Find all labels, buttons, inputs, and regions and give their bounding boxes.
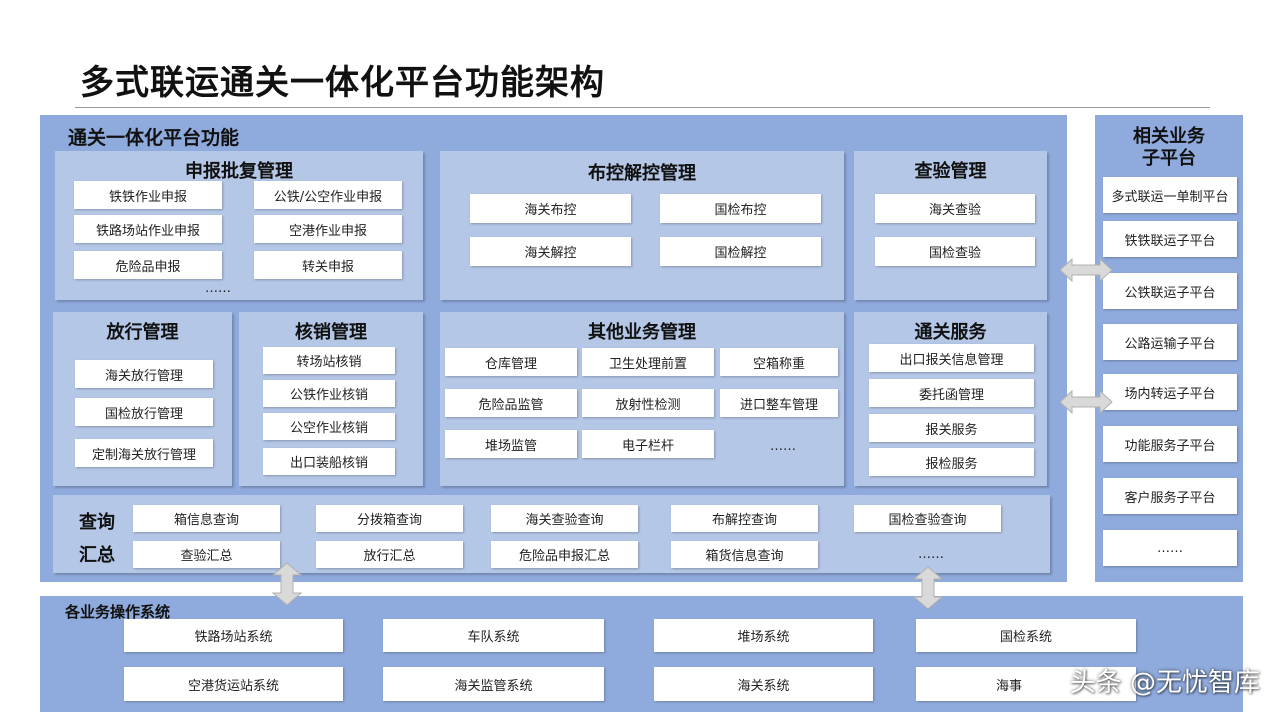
sub-platform-frame: 相关业务 子平台 多式联运一单制平台 铁铁联运子平台 公铁联运子平台 公路运输子… [1095, 115, 1243, 582]
summary-item[interactable]: 查验汇总 [133, 541, 280, 568]
other-item[interactable]: 空箱称重 [720, 348, 838, 376]
system-item[interactable]: 堆场系统 [654, 619, 873, 652]
system-item[interactable]: 海事 [916, 667, 1136, 701]
platform-functions-frame: 通关一体化平台功能 申报批复管理 铁铁作业申报 公铁/公空作业申报 铁路场站作业… [40, 115, 1067, 582]
release-item[interactable]: 海关放行管理 [75, 360, 213, 388]
writeoff-panel: 核销管理 转场站核销 公铁作业核销 公空作业核销 出口装船核销 [239, 312, 423, 486]
control-item[interactable]: 海关解控 [470, 237, 631, 266]
inspect-item[interactable]: 海关查验 [875, 194, 1035, 223]
summary-item[interactable]: 箱货信息查询 [671, 541, 818, 568]
inspect-title: 查验管理 [914, 161, 987, 182]
query-item[interactable]: 国检查验查询 [854, 505, 1001, 532]
double-arrow-icon [1059, 257, 1113, 283]
declare-item[interactable]: 危险品申报 [74, 251, 222, 279]
writeoff-item[interactable]: 公空作业核销 [263, 413, 395, 440]
query-item[interactable]: 箱信息查询 [133, 505, 280, 532]
declare-panel: 申报批复管理 铁铁作业申报 公铁/公空作业申报 铁路场站作业申报 空港作业申报 … [55, 151, 423, 300]
release-item[interactable]: 国检放行管理 [75, 398, 213, 426]
double-arrow-icon [1059, 389, 1113, 415]
query-item[interactable]: 海关查验查询 [491, 505, 638, 532]
writeoff-item[interactable]: 转场站核销 [263, 347, 395, 374]
watermark: 头条 @无忧智库 [1069, 668, 1260, 698]
query-panel: 查询 汇总 箱信息查询 分拨箱查询 海关查验查询 布解控查询 国检查验查询 查验… [53, 495, 1050, 573]
inspect-item[interactable]: 国检查验 [875, 237, 1035, 266]
declare-more: …… [205, 281, 231, 296]
query-item[interactable]: 分拨箱查询 [316, 505, 463, 532]
query-item[interactable]: 布解控查询 [671, 505, 818, 532]
page-title: 多式联运通关一体化平台功能架构 [80, 63, 605, 103]
control-item[interactable]: 国检布控 [660, 194, 821, 223]
control-item[interactable]: 海关布控 [470, 194, 631, 223]
inspect-panel: 查验管理 海关查验 国检查验 [854, 151, 1047, 300]
title-divider [75, 107, 1210, 108]
system-item[interactable]: 国检系统 [916, 619, 1136, 652]
sub-platform-item[interactable]: 客户服务子平台 [1103, 478, 1237, 514]
service-title: 通关服务 [914, 322, 987, 343]
release-title: 放行管理 [106, 322, 179, 343]
declare-title: 申报批复管理 [185, 161, 293, 182]
service-item[interactable]: 报检服务 [869, 448, 1034, 476]
summary-label: 汇总 [79, 545, 115, 566]
operation-systems-title: 各业务操作系统 [65, 603, 171, 621]
other-item[interactable]: 放射性检测 [582, 389, 714, 417]
sub-platform-item[interactable]: 场内转运子平台 [1103, 374, 1237, 410]
service-item[interactable]: 出口报关信息管理 [869, 344, 1034, 372]
other-item[interactable]: 卫生处理前置 [582, 348, 714, 376]
query-more: …… [918, 547, 944, 562]
sub-platform-item[interactable]: 多式联运一单制平台 [1103, 177, 1237, 213]
declare-item[interactable]: 铁路场站作业申报 [74, 215, 222, 243]
other-item[interactable]: 电子栏杆 [582, 430, 714, 458]
other-item[interactable]: 堆场监管 [445, 430, 577, 458]
other-more: …… [770, 439, 796, 454]
control-item[interactable]: 国检解控 [660, 237, 821, 266]
release-item[interactable]: 定制海关放行管理 [75, 439, 213, 467]
sub-platform-item[interactable]: 公路运输子平台 [1103, 324, 1237, 360]
declare-item[interactable]: 铁铁作业申报 [74, 181, 222, 209]
platform-functions-title: 通关一体化平台功能 [68, 127, 240, 149]
system-item[interactable]: 海关系统 [654, 667, 873, 701]
sub-platform-title-line1: 相关业务 [1133, 126, 1205, 147]
declare-item[interactable]: 转关申报 [254, 251, 402, 279]
sub-platform-item[interactable]: 公铁联运子平台 [1103, 273, 1237, 309]
service-item[interactable]: 委托函管理 [869, 379, 1034, 407]
system-item[interactable]: 车队系统 [383, 619, 604, 652]
service-panel: 通关服务 出口报关信息管理 委托函管理 报关服务 报检服务 [854, 312, 1047, 486]
sub-platform-item[interactable]: 功能服务子平台 [1103, 426, 1237, 462]
system-item[interactable]: 铁路场站系统 [124, 619, 343, 652]
sub-platform-more: …… [1103, 530, 1237, 566]
sub-platform-item[interactable]: 铁铁联运子平台 [1103, 221, 1237, 257]
system-item[interactable]: 海关监管系统 [383, 667, 604, 701]
writeoff-item[interactable]: 公铁作业核销 [263, 380, 395, 407]
summary-item[interactable]: 放行汇总 [316, 541, 463, 568]
declare-item[interactable]: 空港作业申报 [254, 215, 402, 243]
query-label: 查询 [79, 512, 115, 533]
other-title: 其他业务管理 [588, 322, 696, 343]
vertical-double-arrow-icon [271, 562, 303, 606]
system-item[interactable]: 空港货运站系统 [124, 667, 343, 701]
vertical-double-arrow-icon [912, 566, 944, 610]
operation-systems-frame: 各业务操作系统 铁路场站系统 车队系统 堆场系统 国检系统 空港货运站系统 海关… [40, 596, 1243, 712]
other-item[interactable]: 进口整车管理 [720, 389, 838, 417]
other-item[interactable]: 仓库管理 [445, 348, 577, 376]
declare-item[interactable]: 公铁/公空作业申报 [254, 181, 402, 209]
other-item[interactable]: 危险品监管 [445, 389, 577, 417]
service-item[interactable]: 报关服务 [869, 414, 1034, 442]
sub-platform-title-line2: 子平台 [1142, 148, 1196, 169]
writeoff-title: 核销管理 [295, 322, 367, 343]
other-panel: 其他业务管理 仓库管理 卫生处理前置 空箱称重 危险品监管 放射性检测 进口整车… [440, 312, 844, 486]
summary-item[interactable]: 危险品申报汇总 [491, 541, 638, 568]
release-panel: 放行管理 海关放行管理 国检放行管理 定制海关放行管理 [53, 312, 232, 486]
writeoff-item[interactable]: 出口装船核销 [263, 448, 395, 475]
control-panel: 布控解控管理 海关布控 国检布控 海关解控 国检解控 [440, 151, 844, 300]
control-title: 布控解控管理 [588, 163, 696, 184]
